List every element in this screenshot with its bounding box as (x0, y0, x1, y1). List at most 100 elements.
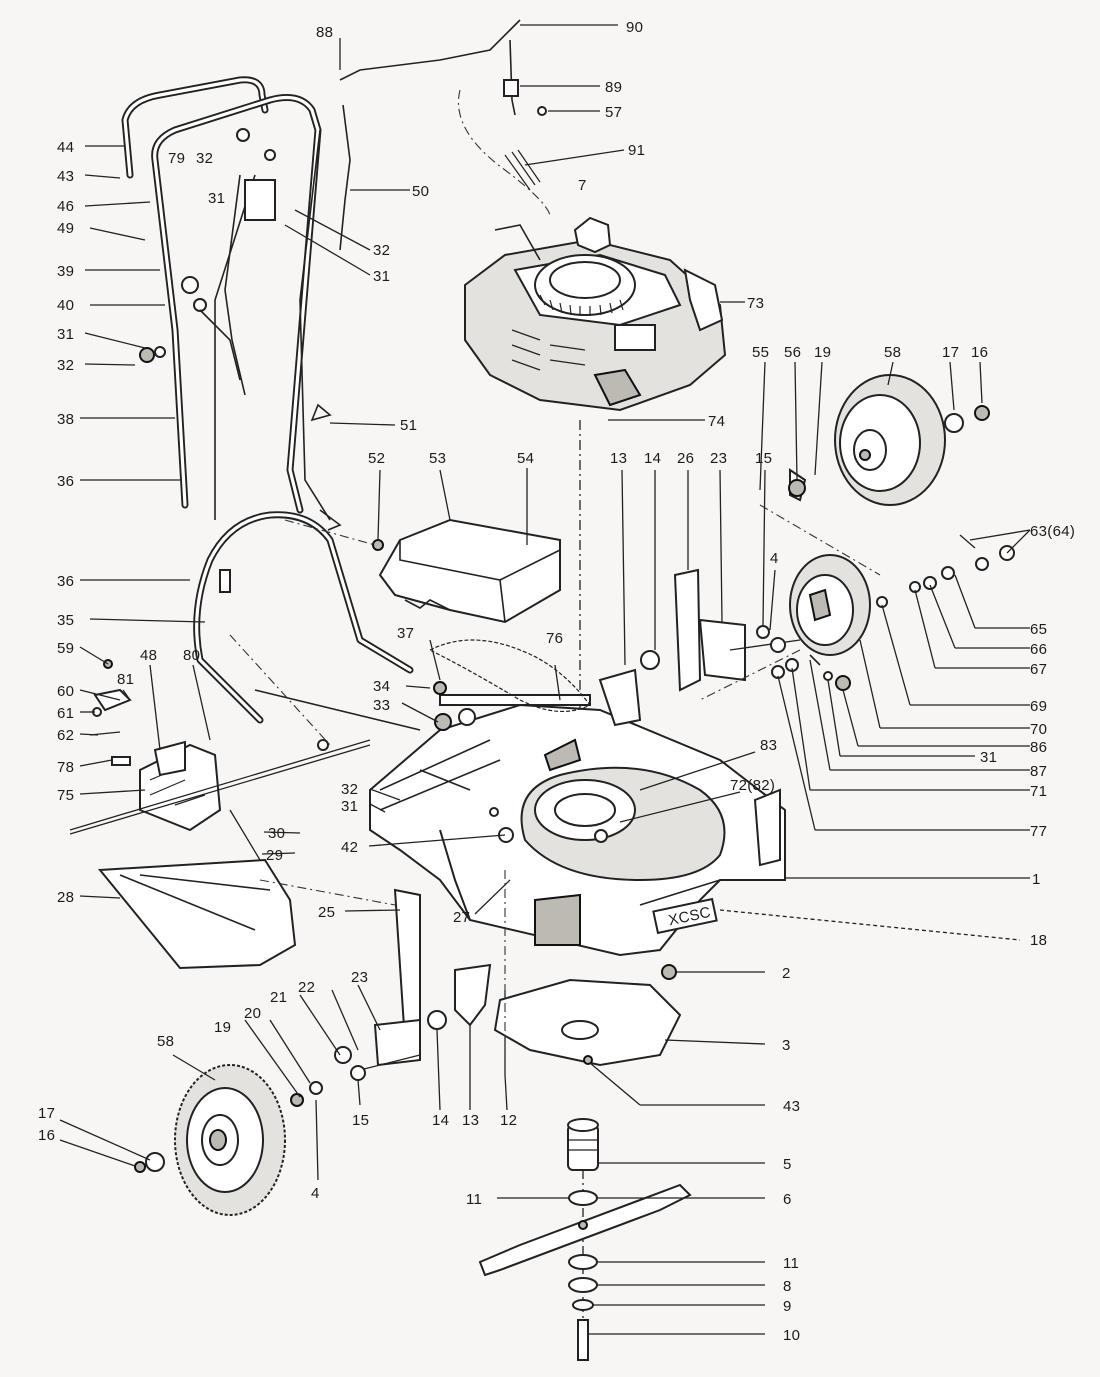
callout-67: 67 (1030, 661, 1047, 678)
callout-36: 36 (57, 473, 74, 490)
callout-32: 32 (57, 357, 74, 374)
callout-13: 13 (610, 450, 627, 467)
callout-49: 49 (57, 220, 74, 237)
callout-7: 7 (578, 177, 587, 194)
callout-13: 13 (462, 1112, 479, 1129)
callout-46: 46 (57, 198, 74, 215)
handle-lower (193, 511, 476, 731)
gearbox (69, 659, 371, 835)
callout-15: 15 (352, 1112, 369, 1129)
callout-57: 57 (605, 104, 622, 121)
callout-12: 12 (500, 1112, 517, 1129)
callout-30: 30 (268, 825, 285, 842)
callout-40: 40 (57, 297, 74, 314)
callout-77: 77 (1030, 823, 1047, 840)
callout-9: 9 (783, 1298, 792, 1315)
callout-37: 37 (397, 625, 414, 642)
callout-74: 74 (708, 413, 725, 430)
callout-36: 36 (57, 573, 74, 590)
callout-80: 80 (183, 647, 200, 664)
grass-deflector (97, 809, 297, 970)
callout-4: 4 (770, 550, 779, 567)
callout-71: 71 (1030, 783, 1047, 800)
callout-29: 29 (266, 847, 283, 864)
callout-50: 50 (412, 183, 429, 200)
callout-17: 17 (942, 344, 959, 361)
height-adjuster-rear (598, 568, 851, 727)
callout-86: 86 (1030, 739, 1047, 756)
callout-23: 23 (351, 969, 368, 986)
callout-32: 32 (373, 242, 390, 259)
callout-42: 42 (341, 839, 358, 856)
callout-73: 73 (747, 295, 764, 312)
callout-11: 11 (783, 1255, 799, 1272)
callout-90: 90 (626, 19, 643, 36)
engine (464, 216, 727, 850)
callout-26: 26 (677, 450, 694, 467)
callout-32: 32 (196, 150, 213, 167)
callout-18: 18 (1030, 932, 1047, 949)
callout-60: 60 (57, 683, 74, 700)
callout-34: 34 (373, 678, 390, 695)
callout-58: 58 (884, 344, 901, 361)
callout-31: 31 (57, 326, 74, 343)
callout-17: 17 (38, 1105, 55, 1122)
callout-31: 31 (373, 268, 390, 285)
callout-22: 22 (298, 979, 315, 996)
callout-88: 88 (316, 24, 333, 41)
callout-63-64: 63(64) (1030, 523, 1075, 540)
callout-31: 31 (980, 749, 997, 766)
callout-5: 5 (783, 1156, 792, 1173)
callout-79: 79 (168, 150, 185, 167)
callout-11: 11 (466, 1191, 482, 1208)
callout-19: 19 (214, 1019, 231, 1036)
callout-4: 4 (311, 1185, 320, 1202)
callout-32: 32 (341, 781, 358, 798)
callout-27: 27 (453, 909, 470, 926)
mower-deck: XCSC (317, 694, 786, 980)
front-wheel (134, 1064, 286, 1216)
callout-labels: 90 88 89 57 91 44 43 79 32 46 31 50 49 3… (38, 19, 1075, 1344)
engine-shroud (372, 485, 561, 624)
callout-33: 33 (373, 697, 390, 714)
handle-knob (139, 347, 155, 363)
cable-knob (181, 276, 199, 294)
callout-31: 31 (341, 798, 358, 815)
callout-66: 66 (1030, 641, 1047, 658)
callout-51: 51 (400, 417, 417, 434)
height-adjuster-front (290, 888, 506, 1107)
rear-wheel (834, 374, 990, 506)
callout-53: 53 (429, 450, 446, 467)
deck-hinge (753, 788, 781, 867)
throttle-cable (339, 19, 551, 251)
callout-44: 44 (57, 139, 74, 156)
callout-69: 69 (1030, 698, 1047, 715)
callout-28: 28 (57, 889, 74, 906)
callout-15: 15 (755, 450, 772, 467)
callout-56: 56 (784, 344, 801, 361)
callout-6: 6 (783, 1191, 792, 1208)
callout-21: 21 (270, 989, 287, 1006)
callout-65: 65 (1030, 621, 1047, 638)
assembly-lines (229, 504, 881, 1060)
callout-78: 78 (57, 759, 74, 776)
handle-bracket (244, 179, 276, 221)
deck-plate (652, 897, 718, 935)
callout-52: 52 (368, 450, 385, 467)
callout-59: 59 (57, 640, 74, 657)
callout-23: 23 (710, 450, 727, 467)
callout-20: 20 (244, 1005, 261, 1022)
callout-70: 70 (1030, 721, 1047, 738)
callout-54: 54 (517, 450, 534, 467)
callout-3: 3 (782, 1037, 791, 1054)
callout-2: 2 (782, 965, 791, 982)
callout-72-82: 72(82) (730, 777, 775, 794)
callout-31: 31 (208, 190, 225, 207)
leader-lines (59, 24, 1031, 1335)
callout-43: 43 (783, 1098, 800, 1115)
callout-25: 25 (318, 904, 335, 921)
engine-plate (614, 324, 656, 351)
drive-chain (428, 639, 591, 713)
